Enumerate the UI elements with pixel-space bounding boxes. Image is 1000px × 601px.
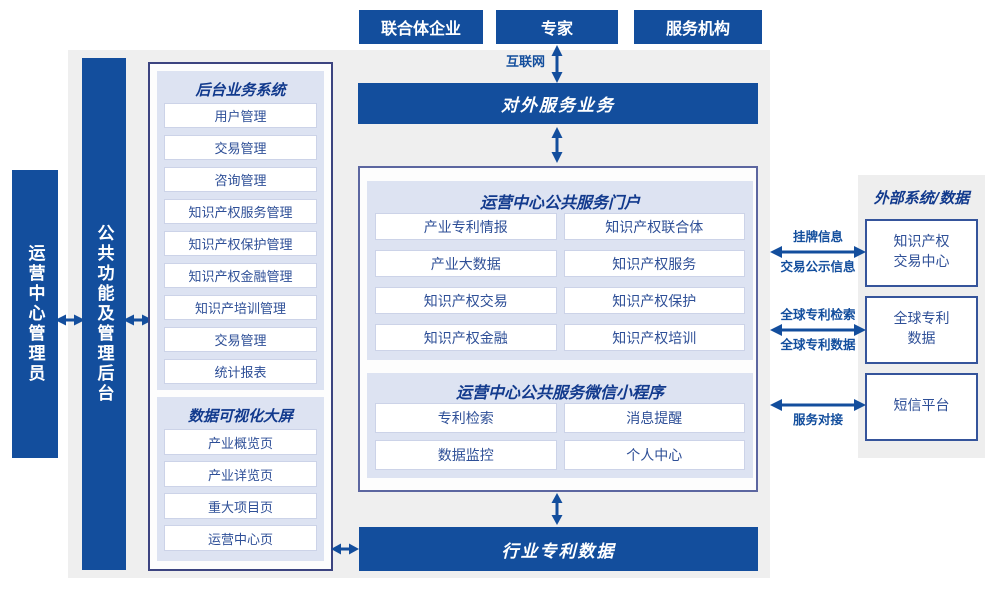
double-arrow-icon bbox=[770, 324, 866, 336]
link-sms-platform: 服务对接 bbox=[770, 382, 866, 428]
dashboard-panel: 数据可视化大屏 产业概览页 产业详览页 重大项目页 运营中心页 bbox=[157, 397, 324, 561]
miniprogram-title: 运营中心公共服务微信小程序 bbox=[455, 383, 664, 402]
double-arrow-icon bbox=[55, 314, 85, 326]
link-label-bottom: 服务对接 bbox=[792, 412, 843, 427]
operation-center-admin-bar: 运营中心管理员 bbox=[12, 170, 58, 458]
industry-patent-data-bar: 行业专利数据 bbox=[359, 527, 758, 571]
double-arrow-icon bbox=[331, 543, 359, 555]
link-global-patent: 全球专利检索 全球专利数据 bbox=[770, 307, 866, 353]
backend-item: 知识产权服务管理 bbox=[164, 199, 317, 224]
internet-label: 互联网 bbox=[505, 55, 545, 70]
double-arrow-icon bbox=[123, 314, 153, 326]
double-arrow-icon bbox=[551, 127, 563, 163]
miniprogram-item: 个人中心 bbox=[563, 440, 745, 470]
double-arrow-icon bbox=[551, 45, 563, 83]
external-service-label: 对外服务业务 bbox=[501, 96, 615, 116]
backend-item: 用户管理 bbox=[164, 103, 317, 128]
backend-item: 咨询管理 bbox=[164, 167, 317, 192]
actor-consortium-box: 联合体企业 bbox=[359, 10, 483, 44]
dashboard-item: 产业详览页 bbox=[164, 461, 317, 487]
actor-agencies-box: 服务机构 bbox=[634, 10, 762, 44]
double-arrow-icon bbox=[551, 493, 563, 525]
public-function-backend-label: 公共功能及管理后台 bbox=[93, 224, 114, 404]
portal-panel: 运营中心公共服务门户 产业专利情报 知识产权联合体 产业大数据 知识产权服务 知… bbox=[367, 181, 753, 360]
link-label-top: 挂牌信息 bbox=[792, 229, 843, 244]
backend-item: 交易管理 bbox=[164, 327, 317, 352]
external-systems-panel: 外部系统/数据 知识产权 交易中心 全球专利 数据 短信平台 bbox=[858, 175, 985, 458]
external-system-item: 全球专利 数据 bbox=[865, 296, 978, 364]
backend-item: 知识产权保护管理 bbox=[164, 231, 317, 256]
operation-center-box: 运营中心公共服务门户 产业专利情报 知识产权联合体 产业大数据 知识产权服务 知… bbox=[358, 166, 758, 492]
portal-item: 产业大数据 bbox=[375, 250, 557, 277]
external-system-item: 短信平台 bbox=[865, 373, 978, 441]
backend-system-panel: 后台业务系统 用户管理 交易管理 咨询管理 知识产权服务管理 知识产权保护管理 … bbox=[157, 71, 324, 390]
portal-item: 知识产权交易 bbox=[375, 287, 557, 314]
double-arrow-icon bbox=[770, 399, 866, 411]
portal-item: 知识产权服务 bbox=[563, 250, 745, 277]
dashboard-title: 数据可视化大屏 bbox=[187, 407, 293, 425]
portal-title: 运营中心公共服务门户 bbox=[479, 193, 640, 212]
actor-consortium-label: 联合体企业 bbox=[380, 19, 461, 38]
industry-patent-data-label: 行业专利数据 bbox=[501, 541, 616, 562]
backend-system-title: 后台业务系统 bbox=[195, 81, 286, 99]
link-trading-center: 挂牌信息 交易公示信息 bbox=[770, 229, 866, 275]
miniprogram-item: 专利检索 bbox=[375, 403, 557, 433]
backend-item: 知识产权金融管理 bbox=[164, 263, 317, 288]
backend-item: 交易管理 bbox=[164, 135, 317, 160]
portal-item: 产业专利情报 bbox=[375, 213, 557, 240]
dashboard-item: 产业概览页 bbox=[164, 429, 317, 455]
miniprogram-item: 数据监控 bbox=[375, 440, 557, 470]
link-label-bottom: 全球专利数据 bbox=[780, 337, 856, 352]
external-system-item: 知识产权 交易中心 bbox=[865, 219, 978, 287]
double-arrow-icon bbox=[770, 246, 866, 258]
external-service-bar: 对外服务业务 bbox=[358, 83, 758, 124]
portal-item: 知识产权联合体 bbox=[563, 213, 745, 240]
backend-item: 知识产培训管理 bbox=[164, 295, 317, 320]
backend-outer-box: 后台业务系统 用户管理 交易管理 咨询管理 知识产权服务管理 知识产权保护管理 … bbox=[148, 62, 333, 571]
link-label-bottom: 交易公示信息 bbox=[780, 259, 856, 274]
backend-item: 统计报表 bbox=[164, 359, 317, 384]
actor-experts-box: 专家 bbox=[496, 10, 618, 44]
external-systems-title: 外部系统/数据 bbox=[873, 189, 970, 207]
portal-item: 知识产权培训 bbox=[563, 324, 745, 351]
portal-item: 知识产权金融 bbox=[375, 324, 557, 351]
portal-item: 知识产权保护 bbox=[563, 287, 745, 314]
miniprogram-item: 消息提醒 bbox=[563, 403, 745, 433]
actor-agencies-label: 服务机构 bbox=[665, 19, 730, 38]
dashboard-item: 重大项目页 bbox=[164, 493, 317, 519]
miniprogram-panel: 运营中心公共服务微信小程序 专利检索 消息提醒 数据监控 个人中心 bbox=[367, 373, 753, 478]
public-function-backend-bar: 公共功能及管理后台 bbox=[82, 58, 126, 570]
dashboard-item: 运营中心页 bbox=[164, 525, 317, 551]
actor-experts-label: 专家 bbox=[540, 19, 573, 38]
link-label-top: 全球专利检索 bbox=[780, 307, 856, 322]
operation-center-admin-label: 运营中心管理员 bbox=[24, 244, 45, 384]
